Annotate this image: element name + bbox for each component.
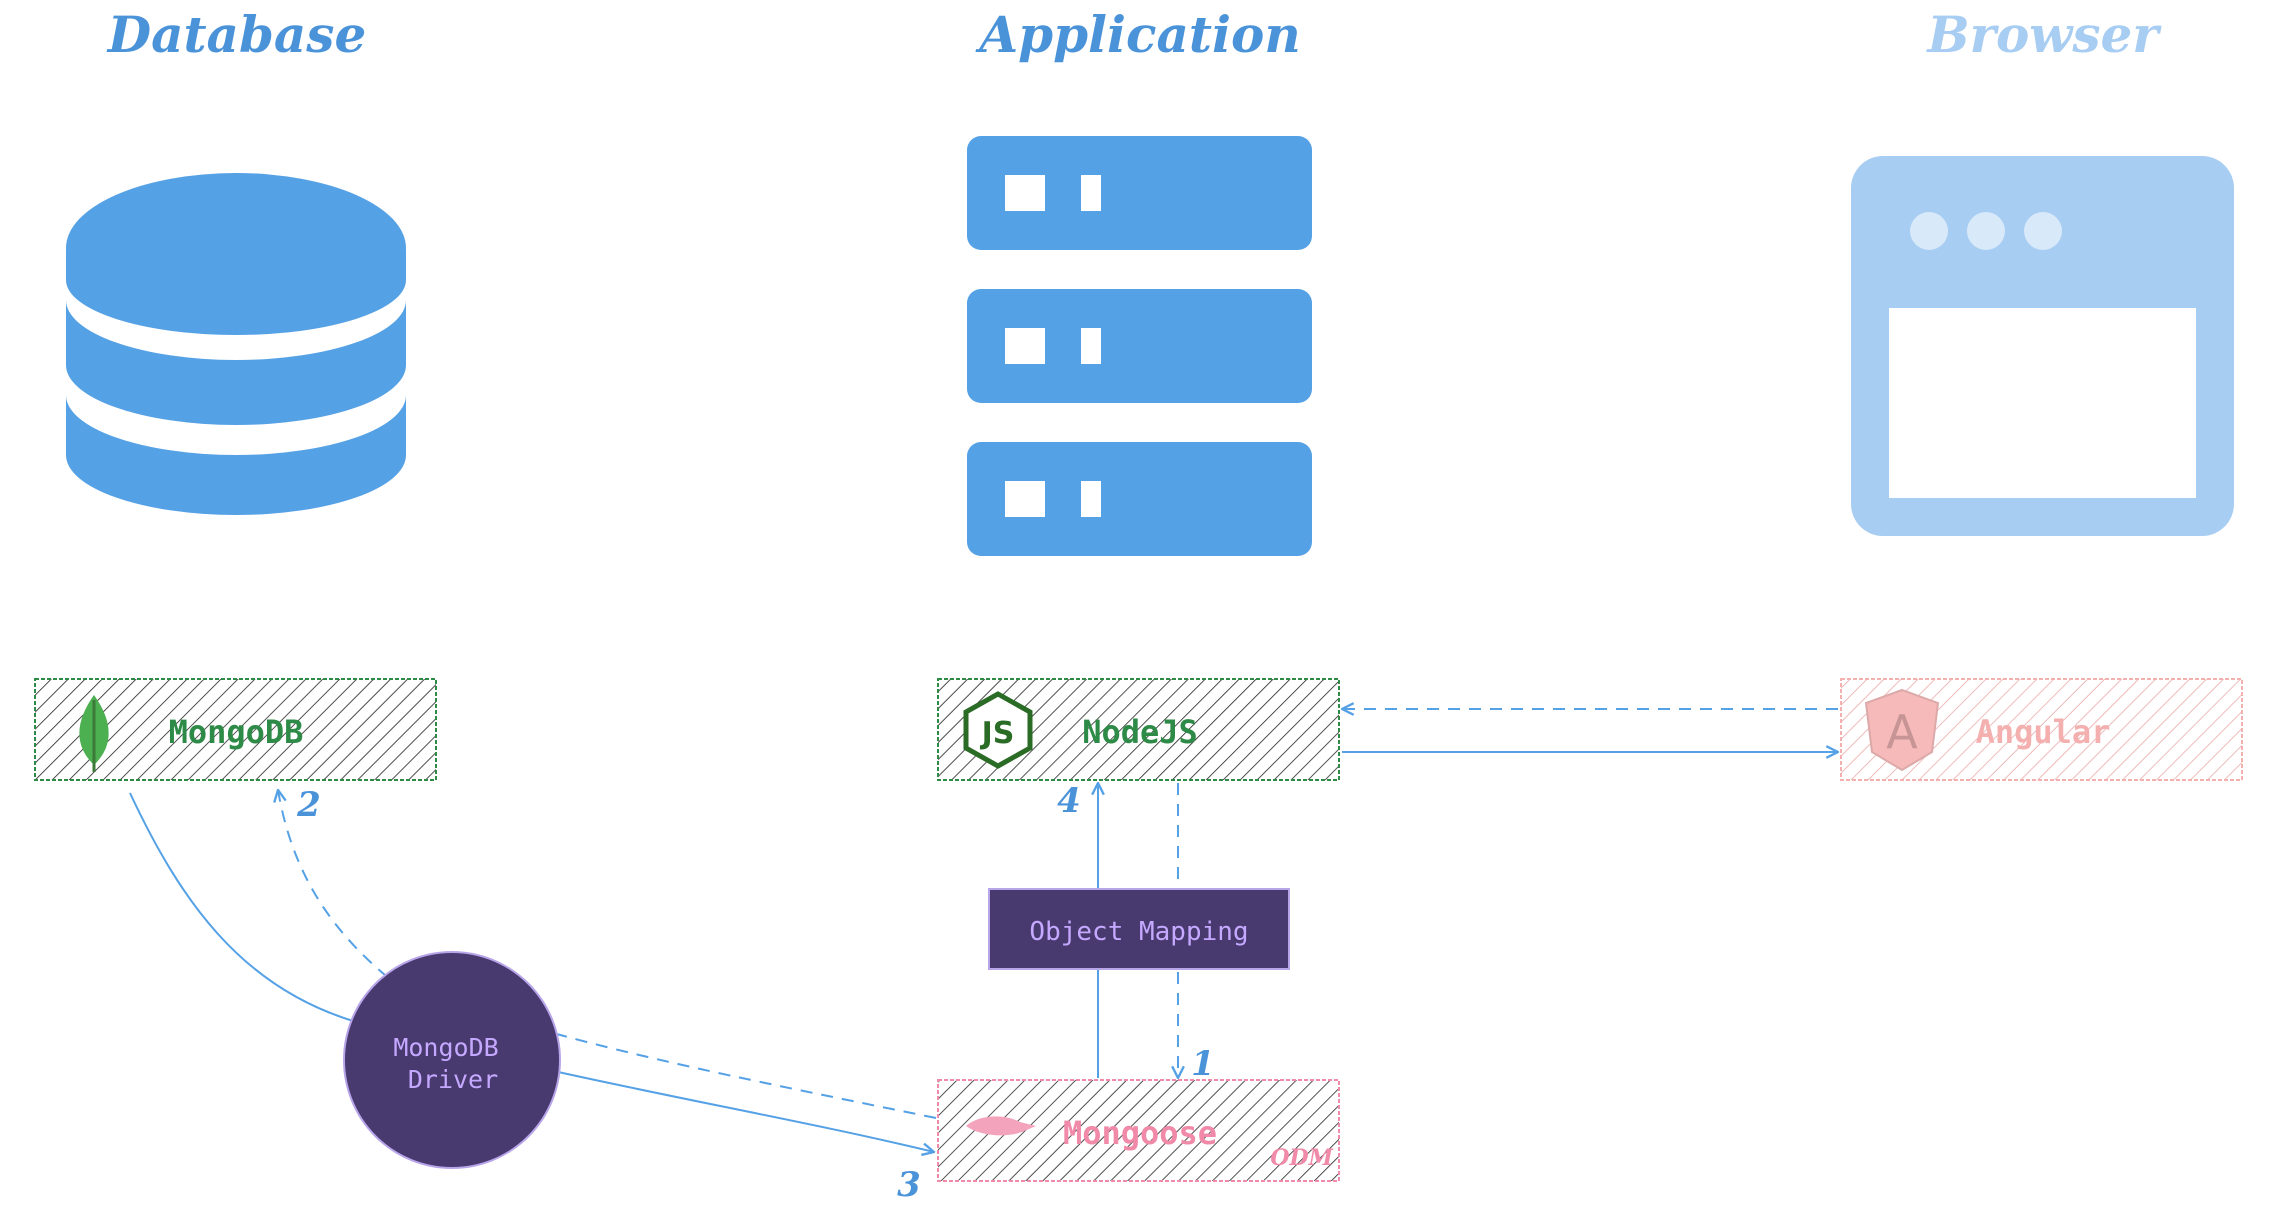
angular-logo-text: A xyxy=(1886,705,1918,759)
mongodb-leaf-icon xyxy=(79,695,109,772)
server-stack-icon xyxy=(967,136,1312,556)
driver-label-line1: MongoDB xyxy=(393,1033,498,1062)
nodejs-box: JS NodeJS xyxy=(937,678,1340,781)
column-title-application: Application xyxy=(975,5,1300,64)
nodejs-label: NodeJS xyxy=(1082,713,1198,751)
step-number-4: 4 xyxy=(1057,781,1081,821)
odm-label: ODM xyxy=(1270,1145,1333,1171)
step-number-3: 3 xyxy=(897,1165,921,1205)
mongoose-box: Mongoose ODM xyxy=(937,1079,1340,1182)
mongoose-icon xyxy=(966,1116,1036,1136)
angular-shield-icon: A xyxy=(1864,688,1940,772)
browser-window-icon xyxy=(1851,156,2234,536)
mongodb-label: MongoDB xyxy=(169,713,304,751)
object-mapping-label: Object Mapping xyxy=(1029,917,1248,947)
mongoose-label: Mongoose xyxy=(1063,1114,1217,1152)
mongodb-box: MongoDB xyxy=(34,678,437,781)
step-number-1: 1 xyxy=(1191,1044,1215,1084)
angular-box: A Angular xyxy=(1840,678,2243,781)
nodejs-hexagon-icon: JS xyxy=(963,691,1033,769)
column-title-database: Database xyxy=(106,5,367,64)
arrow-step-2 xyxy=(278,790,937,1119)
column-title-browser: Browser xyxy=(1925,5,2162,64)
nodejs-logo-text: JS xyxy=(980,716,1015,751)
angular-label: Angular xyxy=(1976,713,2111,751)
database-icon xyxy=(66,173,406,515)
driver-label-line2: Driver xyxy=(408,1065,498,1094)
mongodb-driver-node: MongoDB Driver xyxy=(343,951,561,1169)
step-number-2: 2 xyxy=(296,785,321,825)
object-mapping-box: Object Mapping xyxy=(988,888,1290,970)
